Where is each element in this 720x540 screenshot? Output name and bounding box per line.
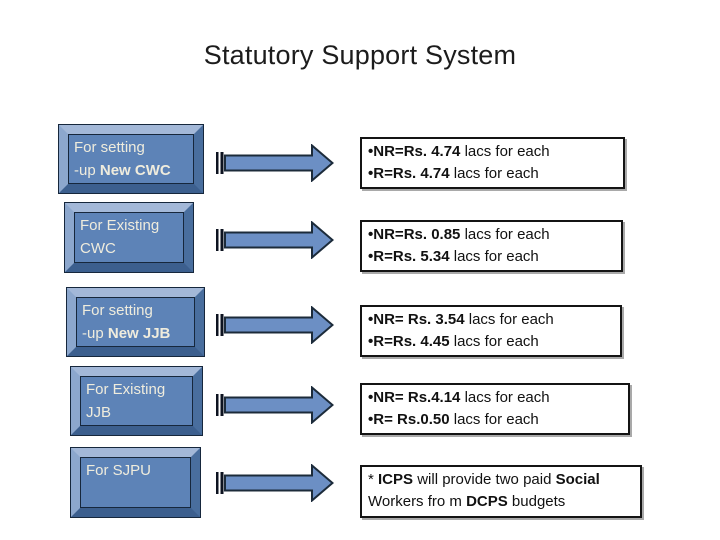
text-segment: For setting <box>82 302 153 319</box>
text-segment: lacs for each <box>464 311 554 328</box>
text-segment: • <box>368 389 374 406</box>
text-segment: CWC <box>80 239 116 257</box>
text-segment: • <box>368 143 374 160</box>
text-segment: Workers fro m <box>368 493 467 511</box>
text-segment: lacs for each <box>460 143 550 160</box>
info-line: •R=Rs. 4.74 lacs for each <box>368 163 617 185</box>
text-segment: R=Rs. 4.45 <box>373 333 450 351</box>
text-segment: For setting <box>74 139 145 156</box>
text-segment: * <box>368 471 379 488</box>
info-box-new-cwc: •NR=Rs. 4.74 lacs for each•R=Rs. 4.74 la… <box>360 137 625 189</box>
text-segment: NR= Rs.4.14 <box>373 389 461 406</box>
text-segment: ICPS <box>378 471 414 488</box>
text-segment: lacs for each <box>460 226 550 243</box>
slide-title: Statutory Support System <box>203 40 517 70</box>
right-arrow-icon <box>216 221 334 259</box>
info-box-existing-cwc: •NR=Rs. 0.85 lacs for each•R=Rs. 5.34 la… <box>360 220 623 272</box>
text-segment: For SJPU <box>86 462 152 479</box>
text-segment: R= Rs.0.50 <box>373 411 450 429</box>
text-segment: • <box>368 311 374 328</box>
text-segment: Social <box>555 471 600 488</box>
text-segment: • <box>368 411 374 429</box>
right-arrow-icon <box>216 306 334 344</box>
text-segment: • <box>368 226 374 243</box>
info-line: * ICPS will provide two paid Social Work… <box>368 469 634 513</box>
flow-box-label: For setting -up New CWC <box>68 134 194 185</box>
text-segment: lacs for each <box>449 165 539 183</box>
text-segment: lacs for each <box>449 333 539 351</box>
text-segment: lacs for each <box>449 411 539 429</box>
text-segment: For Existing <box>86 381 166 398</box>
info-line: •NR=Rs. 0.85 lacs for each <box>368 224 615 246</box>
right-arrow-icon <box>216 386 334 424</box>
info-line: •NR= Rs.4.14 lacs for each <box>368 387 622 409</box>
right-arrow-icon <box>216 464 334 502</box>
text-segment: R=Rs. 5.34 <box>373 248 450 266</box>
text-segment: lacs for each <box>460 389 550 406</box>
flow-box-label: For setting -up New JJB <box>76 297 195 348</box>
text-segment: New CWC <box>99 161 171 179</box>
text-segment: NR=Rs. 0.85 <box>373 226 461 243</box>
info-box-sjpu: * ICPS will provide two paid Social Work… <box>360 465 642 518</box>
info-line: •R=Rs. 4.45 lacs for each <box>368 331 614 353</box>
text-segment: New JJB <box>107 324 171 342</box>
text-segment: JJB <box>86 403 112 421</box>
info-box-existing-jjb: •NR= Rs.4.14 lacs for each•R= Rs.0.50 la… <box>360 383 630 435</box>
text-segment: • <box>368 333 374 351</box>
text-segment: will provide two paid <box>413 471 556 488</box>
flow-box-new-jjb: For setting -up New JJB <box>67 288 204 356</box>
text-segment: budgets <box>507 493 566 511</box>
info-line: •NR= Rs. 3.54 lacs for each <box>368 309 614 331</box>
text-segment: • <box>368 165 374 183</box>
text-segment: lacs for each <box>449 248 539 266</box>
text-segment: DCPS <box>466 493 508 511</box>
text-segment: NR=Rs. 4.74 <box>373 143 461 160</box>
text-segment: For Existing <box>80 217 160 234</box>
text-segment: -up <box>74 161 100 179</box>
info-box-new-jjb: •NR= Rs. 3.54 lacs for each•R=Rs. 4.45 l… <box>360 305 622 357</box>
text-segment: -up <box>82 324 108 342</box>
text-segment: NR= Rs. 3.54 <box>373 311 465 328</box>
text-segment: • <box>368 248 374 266</box>
flow-box-new-cwc: For setting -up New CWC <box>59 125 203 193</box>
info-line: •R= Rs.0.50 lacs for each <box>368 409 622 431</box>
info-line: •R=Rs. 5.34 lacs for each <box>368 246 615 268</box>
right-arrow-icon <box>216 144 334 182</box>
flow-box-sjpu: For SJPU <box>71 448 200 517</box>
text-segment: R=Rs. 4.74 <box>373 165 450 183</box>
info-line: •NR=Rs. 4.74 lacs for each <box>368 141 617 163</box>
flow-box-label: For SJPU <box>80 457 191 486</box>
